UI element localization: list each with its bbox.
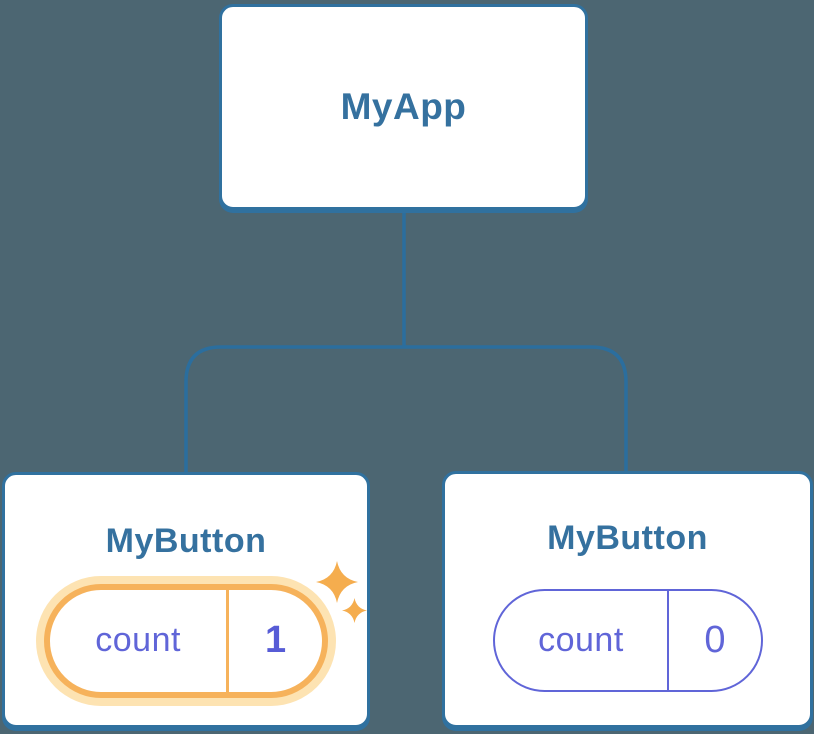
state-name-cell: count xyxy=(50,590,226,692)
connector-bracket xyxy=(184,345,628,473)
node-mybutton-default: MyButton count 0 xyxy=(442,471,813,728)
state-pill-divider xyxy=(667,590,670,690)
state-value-cell: 0 xyxy=(669,591,760,690)
node-myapp-label: MyApp xyxy=(340,85,467,127)
state-value-label: 1 xyxy=(265,619,287,662)
state-pill-default: count 0 xyxy=(492,588,763,692)
node-myapp: MyApp xyxy=(219,4,588,210)
node-mybutton-highlighted: MyButton count 1 xyxy=(2,472,370,728)
sparkle-icon-large xyxy=(316,561,358,603)
state-pill-divider xyxy=(226,589,230,692)
state-value-label: 0 xyxy=(704,618,726,661)
state-value-cell: 1 xyxy=(229,590,322,692)
state-name-label: count xyxy=(95,621,181,660)
node-mybutton-default-label: MyButton xyxy=(547,519,708,557)
state-pill-highlighted: count 1 xyxy=(44,583,328,698)
sparkle-icon-small xyxy=(342,598,367,623)
state-name-cell: count xyxy=(495,591,668,690)
state-name-label: count xyxy=(538,620,624,659)
node-mybutton-highlighted-label: MyButton xyxy=(105,522,267,560)
